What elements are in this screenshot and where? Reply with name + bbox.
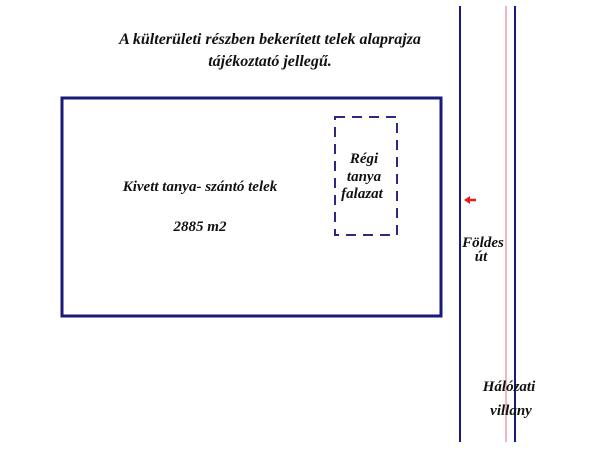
- old-wall-label-3: falazat: [341, 186, 384, 202]
- power-label-1: Hálózati: [482, 379, 536, 395]
- road-label-2: út: [475, 249, 488, 265]
- title-line-1: A külterületi részben bekerített telek a…: [118, 31, 421, 48]
- plot-boundary: [60, 96, 443, 318]
- plot-label: Kivett tanya- szántó telek: [122, 179, 278, 195]
- road-label-1: Földes: [461, 235, 504, 251]
- power-label-2: villany: [490, 403, 532, 419]
- old-wall-label-2: tanya: [347, 169, 382, 185]
- arrow-icon: [464, 196, 476, 204]
- title-line-2: tájékoztató jellegű.: [208, 53, 332, 70]
- old-wall-label-1: Régi: [349, 151, 379, 167]
- plot-area: 2885 m2: [173, 219, 227, 235]
- old-wall-outline: [334, 116, 398, 236]
